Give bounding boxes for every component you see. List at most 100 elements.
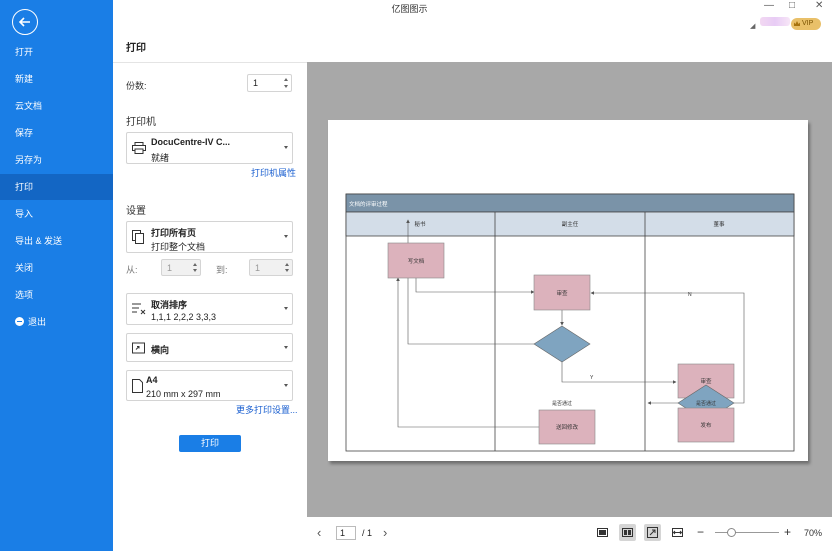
two-page-icon — [622, 528, 633, 537]
minimize-button[interactable]: — — [764, 0, 774, 11]
copies-stepper[interactable]: 1 — [247, 74, 292, 92]
pages-icon — [132, 230, 144, 244]
arrow-left-icon — [18, 17, 30, 27]
lane-label: 秘书 — [414, 220, 426, 228]
from-page-stepper[interactable]: 1 — [161, 259, 201, 276]
user-name[interactable] — [760, 17, 790, 26]
shape-label: 送回修改 — [556, 423, 579, 431]
sidebar-item-options[interactable]: 选项 — [15, 290, 34, 300]
single-page-view-button[interactable] — [594, 524, 611, 541]
paper-size-subtitle: 210 mm x 297 mm — [146, 389, 221, 399]
sidebar-item-save-as[interactable]: 另存为 — [15, 155, 43, 165]
shape-write-doc — [387, 242, 445, 279]
paper-size-title: A4 — [146, 375, 158, 385]
close-button[interactable]: ✕ — [815, 0, 824, 11]
sidebar-item-exit[interactable]: 退出 — [0, 309, 113, 335]
page-number-input[interactable]: 1 — [336, 526, 356, 540]
next-page-button[interactable]: › — [383, 525, 388, 540]
chevron-down-icon — [284, 235, 288, 238]
increment-icon[interactable] — [285, 263, 289, 266]
zoom-slider-handle[interactable] — [727, 528, 736, 537]
lane-label: 副主任 — [562, 220, 579, 228]
lane-label: 董事 — [713, 220, 725, 228]
increment-icon[interactable] — [193, 263, 197, 266]
chevron-down-icon — [284, 383, 288, 387]
paper-icon — [132, 378, 143, 393]
shape-review-1 — [533, 274, 591, 311]
printer-select[interactable]: DocuCentre-IV C... 就绪 — [126, 132, 293, 164]
printer-properties-link[interactable]: 打印机属性 — [251, 168, 297, 178]
chevron-down-icon — [284, 307, 288, 310]
shape-publish — [677, 407, 735, 443]
paper-size-select[interactable]: A4 210 mm x 297 mm — [126, 370, 293, 401]
edge-label-no: N — [688, 292, 692, 298]
fit-page-icon — [647, 527, 658, 538]
shape-label: 是否通过 — [696, 400, 716, 407]
collate-select[interactable]: 取消排序 1,1,1 2,2,2 3,3,3 — [126, 293, 293, 325]
print-preview: 文档的评审过程 秘书 副主任 董事 Y N Y 写文档 审查 — [307, 62, 832, 517]
print-button[interactable]: 打印 — [179, 435, 241, 452]
fit-page-button[interactable] — [644, 524, 661, 541]
chevron-down-icon — [284, 345, 288, 349]
decrement-icon[interactable] — [285, 269, 289, 272]
chevron-down-icon — [284, 146, 288, 149]
shape-return-doc — [538, 409, 596, 445]
previous-page-button[interactable]: ‹ — [317, 525, 322, 540]
zoom-out-button[interactable]: − — [697, 525, 705, 539]
fit-width-button[interactable] — [669, 524, 686, 541]
more-print-settings-link[interactable]: 更多打印设置... — [236, 405, 298, 415]
sidebar-item-new[interactable]: 新建 — [15, 74, 34, 84]
to-page-value: 1 — [255, 263, 261, 273]
print-range-title: 打印所有页 — [151, 228, 197, 238]
shape-label: 是否通过 — [552, 400, 572, 407]
back-button[interactable] — [12, 9, 38, 35]
page-title: 打印 — [126, 43, 146, 54]
shape-label: 发布 — [700, 421, 712, 429]
increment-icon[interactable] — [284, 78, 288, 81]
page-total: / 1 — [362, 528, 373, 538]
sidebar-item-save[interactable]: 保存 — [15, 128, 34, 138]
shape-decision-1 — [533, 325, 591, 363]
flowchart-diagram: 文档的评审过程 秘书 副主任 董事 Y N Y 写文档 审查 — [345, 193, 795, 452]
to-page-stepper[interactable]: 1 — [249, 259, 293, 276]
printer-name: DocuCentre-IV C... — [151, 137, 231, 147]
maximize-button[interactable]: □ — [789, 0, 796, 11]
title-bar: 亿图图示 — □ ✕ — [113, 0, 832, 14]
decrement-icon[interactable] — [193, 269, 197, 272]
settings-section-heading: 设置 — [126, 206, 146, 217]
sidebar-item-export[interactable]: 导出 & 发送 — [15, 236, 63, 246]
preview-page: 文档的评审过程 秘书 副主任 董事 Y N Y 写文档 审查 — [328, 120, 808, 461]
vip-badge[interactable]: VIP — [791, 18, 821, 30]
print-range-subtitle: 打印整个文档 — [151, 242, 206, 252]
zoom-slider[interactable] — [715, 532, 779, 533]
single-page-icon — [597, 528, 608, 537]
collate-subtitle: 1,1,1 2,2,2 3,3,3 — [151, 312, 217, 322]
landscape-icon — [132, 342, 145, 353]
from-label: 从: — [126, 265, 138, 275]
preview-toolbar: ‹ 1 / 1 › − + 70% — [307, 517, 832, 551]
diagram-title: 文档的评审过程 — [349, 200, 388, 208]
printer-status: 就绪 — [151, 153, 170, 163]
sidebar-item-exit-label: 退出 — [28, 317, 47, 327]
printer-section-heading: 打印机 — [126, 117, 156, 128]
sidebar-item-close[interactable]: 关闭 — [15, 263, 34, 273]
print-range-select[interactable]: 打印所有页 打印整个文档 — [126, 221, 293, 253]
sidebar-item-open[interactable]: 打开 — [15, 47, 34, 57]
orientation-select[interactable]: 横向 — [126, 333, 293, 362]
collate-title: 取消排序 — [151, 300, 188, 310]
copies-label: 份数: — [126, 81, 147, 91]
sidebar-item-print[interactable]: 打印 — [0, 174, 113, 200]
zoom-level: 70% — [804, 528, 823, 538]
sidebar-item-import[interactable]: 导入 — [15, 209, 34, 219]
fit-width-icon — [672, 528, 683, 537]
collate-icon — [132, 303, 146, 315]
zoom-in-button[interactable]: + — [784, 525, 792, 539]
decrement-icon[interactable] — [284, 85, 288, 88]
sidebar-item-cloud[interactable]: 云文档 — [15, 101, 43, 111]
from-page-value: 1 — [167, 263, 173, 273]
shape-label: 审查 — [700, 377, 712, 385]
account-chevron-icon[interactable]: ◢ — [750, 23, 756, 30]
sidebar: 打开 新建 云文档 保存 另存为 打印 导入 导出 & 发送 关闭 选项 退出 — [0, 0, 113, 551]
copies-value: 1 — [253, 78, 259, 88]
two-page-view-button[interactable] — [619, 524, 636, 541]
